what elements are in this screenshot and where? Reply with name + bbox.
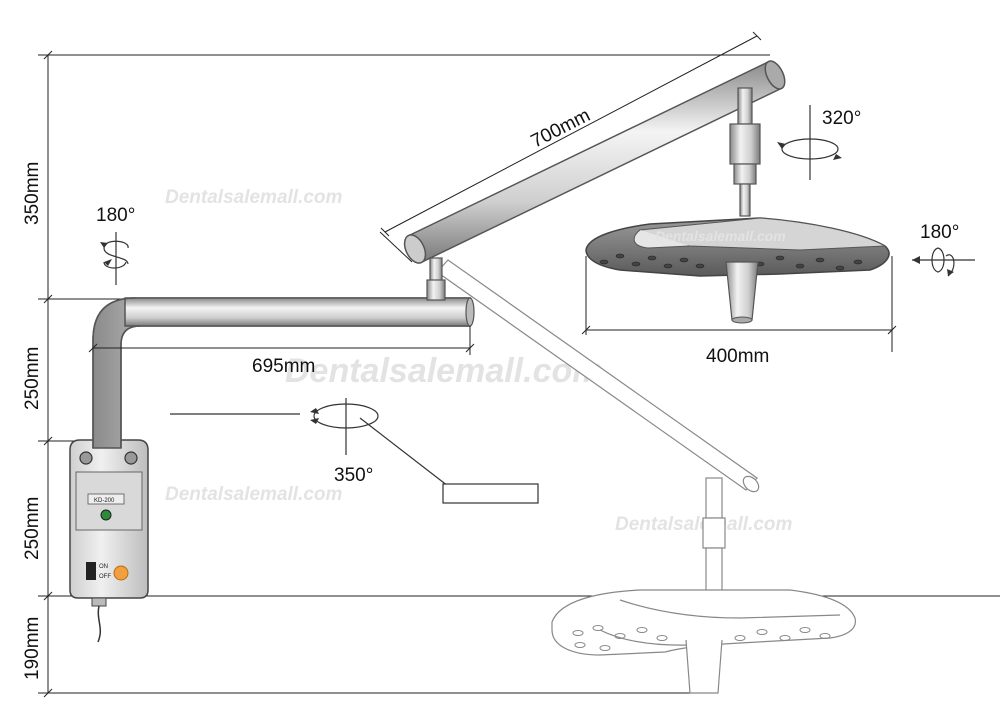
power-switch	[86, 562, 96, 580]
dimension-lower-arm: 695mm	[252, 356, 315, 377]
dimension-height-bottom: 190mm	[22, 617, 43, 680]
dimension-height-upper: 350mm	[22, 162, 43, 225]
rotation-wall-arm-icon	[100, 232, 129, 285]
dimension-upper-arm-line	[379, 31, 762, 263]
rotation-head-tilt-icon	[912, 247, 975, 277]
watermark-text: Dentalsalemall.com	[165, 484, 343, 505]
dimension-height-lower: 250mm	[22, 497, 43, 560]
upper-arm	[403, 60, 786, 301]
brand-logo-icon	[113, 565, 129, 581]
rotation-head-vertical: 320°	[822, 108, 861, 129]
lamp-head	[585, 87, 890, 324]
wall-mount-box	[69, 439, 149, 643]
watermark-text: Dentalsalemall.com	[165, 187, 343, 208]
power-cord	[97, 605, 102, 643]
rotation-joint: 350°	[334, 465, 373, 486]
dimension-upper-arm: 700mm	[528, 105, 594, 152]
rotation-head-vertical-icon	[777, 105, 842, 180]
vertical-dimension-line	[43, 50, 53, 698]
joint-label-box	[442, 483, 539, 504]
dimension-head-width: 400mm	[706, 346, 769, 367]
rotation-joint-icon	[170, 398, 539, 504]
model-label: KD-200	[94, 498, 115, 504]
lower-arm	[92, 297, 475, 449]
dimension-height-middle: 250mm	[22, 347, 43, 410]
indicator-light-icon	[100, 509, 112, 521]
rotation-head-tilt: 180°	[920, 222, 959, 243]
switch-on-label: ON	[99, 564, 108, 570]
watermark-text: Dentalsalemall.com	[655, 228, 786, 244]
rotation-wall-arm: 180°	[96, 205, 135, 226]
switch-off-label: OFF	[99, 574, 111, 580]
ghost-lamp	[436, 259, 856, 694]
dimension-lower-arm-line	[88, 326, 475, 355]
watermark-text: Dentalsalemall.com	[285, 352, 602, 390]
dimension-head-line	[581, 256, 897, 352]
